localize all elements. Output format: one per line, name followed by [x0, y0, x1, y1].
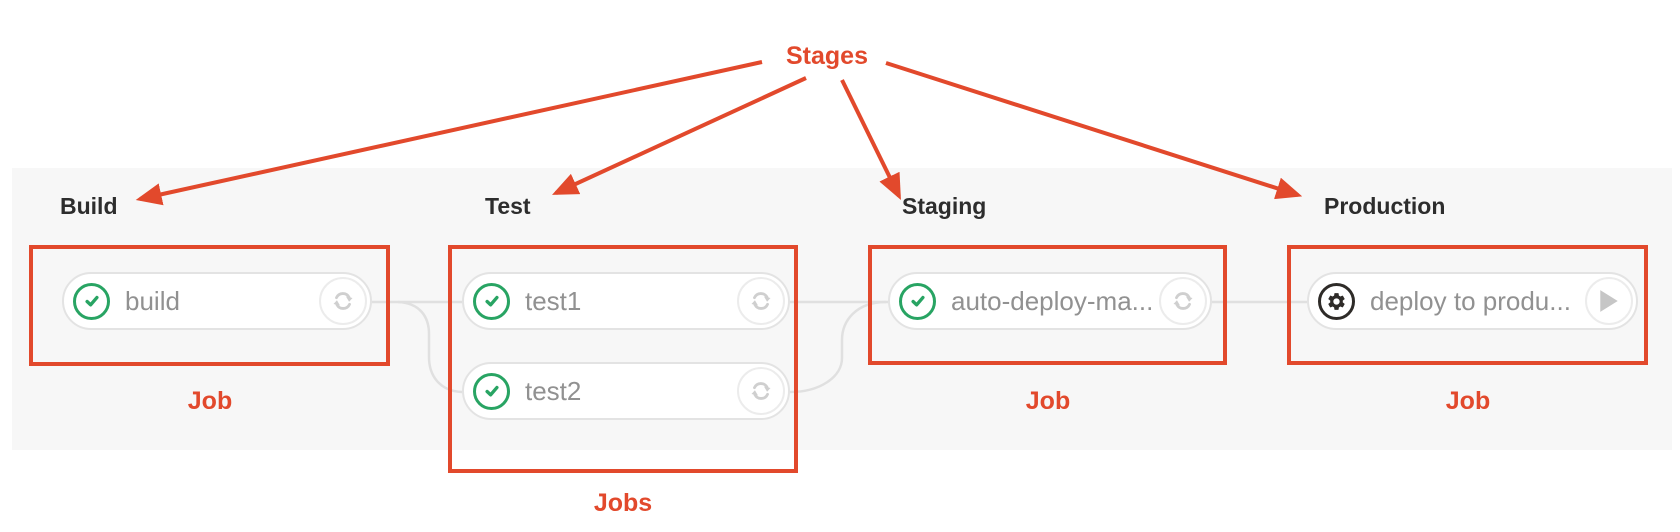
gear-icon	[1318, 282, 1355, 320]
retry-button[interactable]	[737, 277, 785, 325]
annotation-box-production-job	[1287, 245, 1648, 365]
stage-header-staging: Staging	[902, 193, 987, 219]
annotation-box-test-jobs	[448, 245, 798, 473]
job-pill-production[interactable]: deploy to produ...	[1307, 272, 1638, 330]
job-pill-test1[interactable]: test1	[462, 272, 790, 330]
play-icon	[1600, 290, 1618, 312]
job-pill-test2[interactable]: test2	[462, 362, 790, 420]
stage-header-test: Test	[485, 193, 531, 219]
annotation-job-label-production: Job	[1445, 387, 1491, 415]
annotation-stages-label: Stages	[786, 42, 868, 70]
annotation-box-staging-job	[868, 245, 1227, 365]
status-success-icon	[473, 372, 510, 410]
job-name: auto-deploy-ma...	[951, 285, 1154, 316]
play-button[interactable]	[1585, 277, 1633, 325]
status-success-icon	[899, 282, 936, 320]
annotation-box-build-job	[29, 245, 390, 366]
stage-header-build: Build	[60, 193, 118, 219]
job-name: test1	[525, 285, 582, 316]
annotation-job-label-build: Job	[187, 387, 233, 415]
job-name: deploy to produ...	[1370, 285, 1571, 316]
job-pill-build[interactable]: build	[62, 272, 372, 330]
retry-button[interactable]	[319, 277, 367, 325]
retry-button[interactable]	[737, 367, 785, 415]
retry-button[interactable]	[1159, 277, 1207, 325]
status-success-icon	[473, 282, 510, 320]
status-success-icon	[73, 282, 110, 320]
stage-header-production: Production	[1324, 193, 1446, 219]
job-pill-staging[interactable]: auto-deploy-ma...	[888, 272, 1212, 330]
annotation-job-label-staging: Job	[1025, 387, 1071, 415]
job-name: build	[125, 285, 180, 316]
annotation-jobs-label-test: Jobs	[593, 489, 653, 517]
job-name: test2	[525, 375, 582, 406]
